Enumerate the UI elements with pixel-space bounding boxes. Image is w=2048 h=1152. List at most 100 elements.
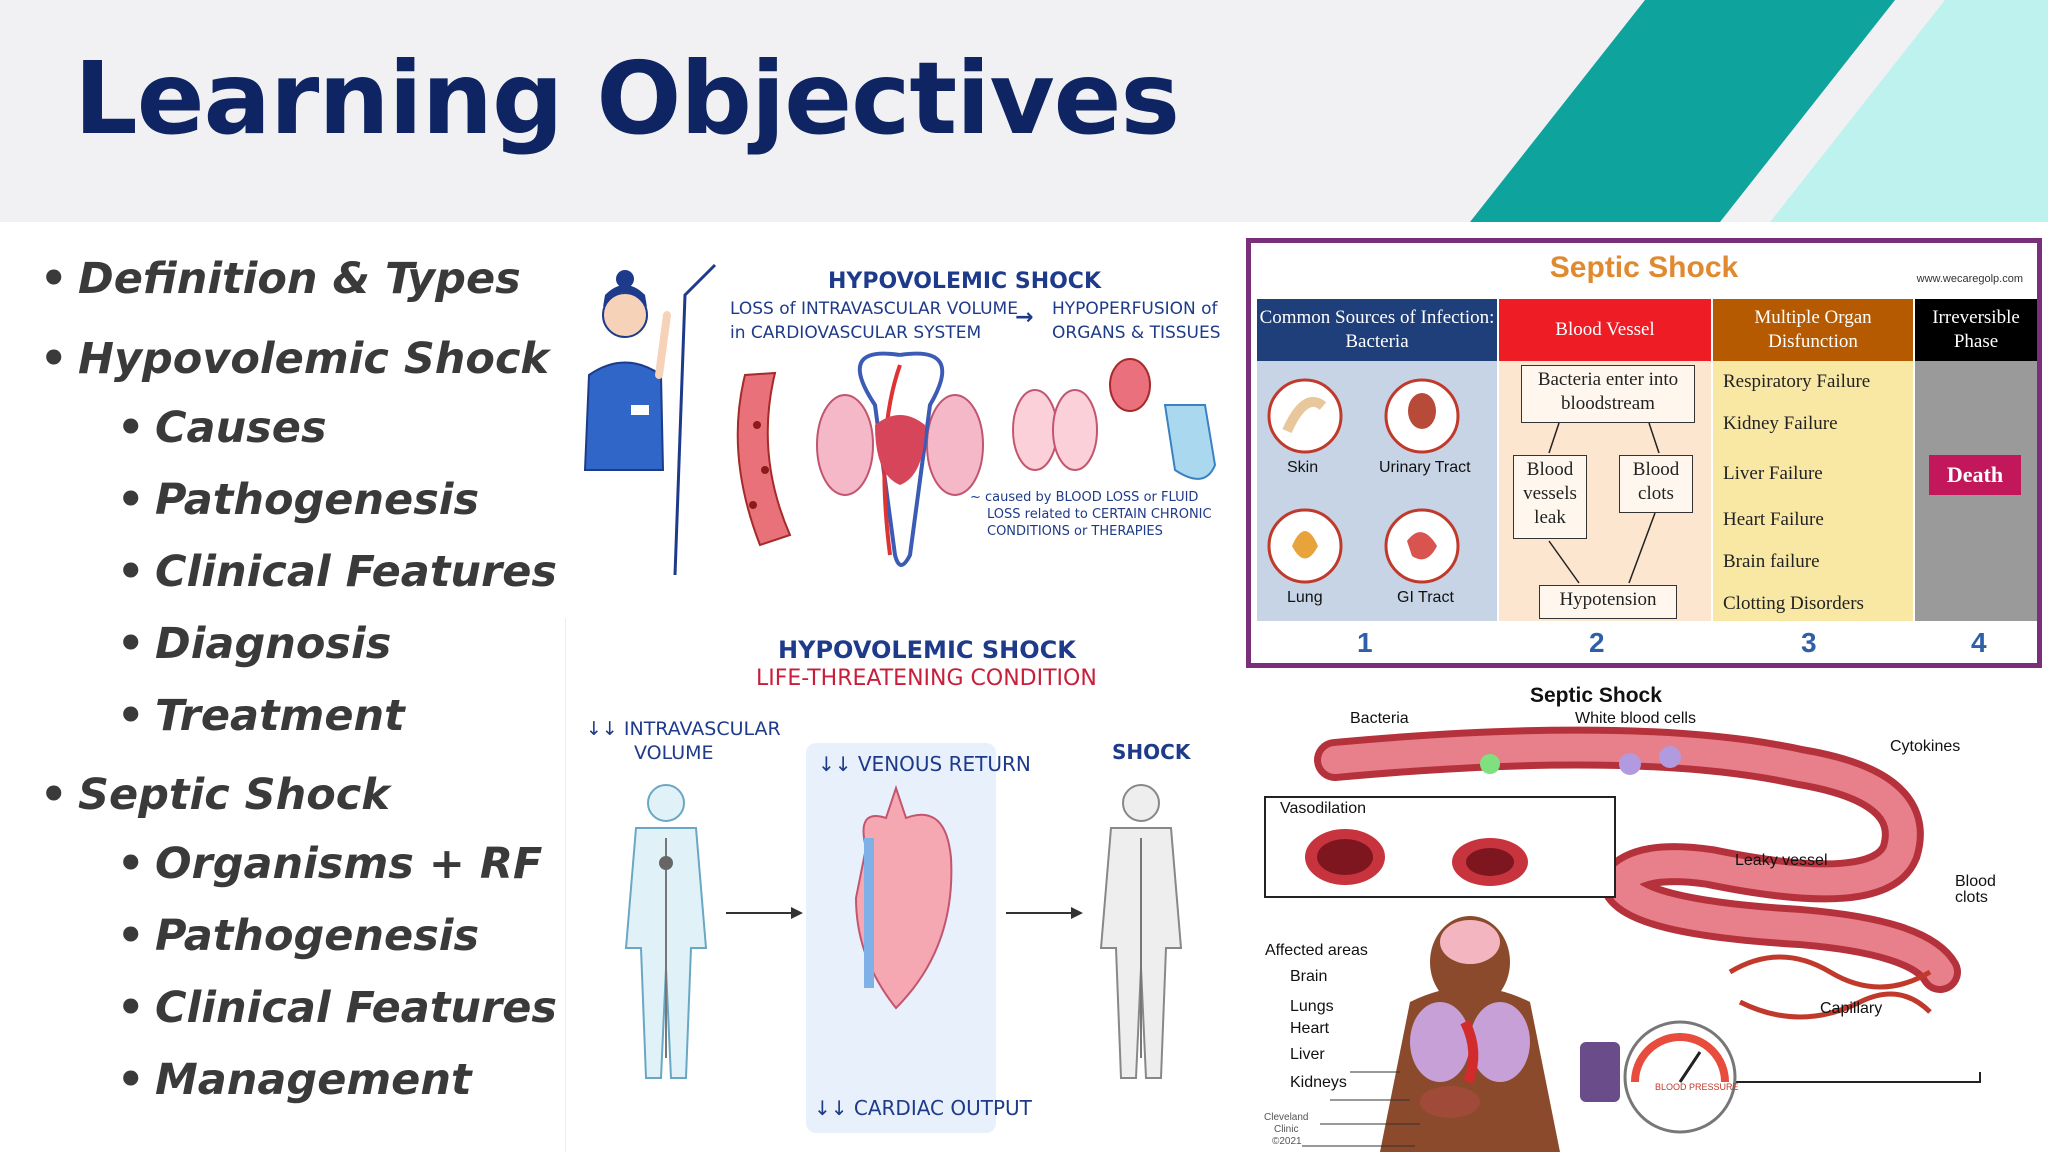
label-lungs: Lungs: [1290, 998, 1334, 1015]
hypo2-mid-bottom: ↓↓ CARDIAC OUTPUT: [814, 1096, 1032, 1120]
hypo2-mid-top: ↓↓ VENOUS RETURN: [818, 752, 1031, 776]
label-leaky-vessel: Leaky vessel: [1735, 852, 1828, 869]
skin-icon: [1267, 378, 1343, 454]
header-band: Learning Objectives: [0, 0, 2048, 222]
label-skin: Skin: [1287, 459, 1319, 476]
hypo1-title: HYPOVOLEMIC SHOCK: [828, 269, 1102, 294]
item-respiratory-failure: Respiratory Failure: [1723, 371, 1871, 392]
hypo1-note3: CONDITIONS or THERAPIES: [987, 524, 1163, 539]
label-urinary-tract: Urinary Tract: [1379, 459, 1471, 476]
septic-table-title: Septic Shock: [1549, 251, 1739, 284]
hypo2-left1: ↓↓ INTRAVASCULAR: [586, 718, 781, 740]
hypovolemic-drawing: [583, 263, 1217, 576]
sub-bullet-causes: Causes: [40, 392, 580, 464]
hypo2-subtitle: LIFE-THREATENING CONDITION: [756, 666, 1097, 691]
septic-shock-diagram: Septic Shock Bacteria White blood cells …: [1240, 672, 2048, 1152]
gauge-label: BLOOD PRESSURE: [1655, 1082, 1739, 1092]
hypovolemic-illustration-1: HYPOVOLEMIC SHOCK LOSS of INTRAVASCULAR …: [575, 255, 1225, 580]
logo-clinic: Clinic: [1274, 1124, 1299, 1135]
label-affected-areas: Affected areas: [1265, 942, 1368, 959]
item-liver-failure: Liver Failure: [1723, 463, 1823, 484]
hypovolemic-flow-drawing: [624, 743, 1183, 1133]
hypo1-arrow: →: [1015, 305, 1034, 330]
light-teal-stripe: [1770, 0, 2048, 222]
label-cytokines: Cytokines: [1890, 738, 1961, 755]
label-blood-clots: Blood clots: [1955, 873, 1996, 906]
step-1: 1: [1357, 627, 1373, 658]
slide-title: Learning Objectives: [74, 40, 1180, 157]
body-outline-right-icon: [1099, 784, 1183, 1079]
sub-bullet-clinical-features-2: Clinical Features: [40, 972, 580, 1044]
hypo1-line2: in CARDIOVASCULAR SYSTEM: [730, 323, 982, 343]
infection-icons: [1267, 378, 1460, 584]
sub-bullet-organisms-rf: Organisms + RF: [40, 828, 580, 900]
bullet-definition-types: Definition & Types: [40, 246, 580, 312]
bullet-septic-shock: Septic Shock: [40, 762, 580, 828]
col2-header: Blood Vessel: [1499, 299, 1711, 361]
organs-icon: [1012, 358, 1217, 480]
sub-bullet-diagnosis: Diagnosis: [40, 608, 580, 680]
sub-bullet-treatment: Treatment: [40, 680, 580, 752]
teal-stripe: [1470, 0, 1895, 222]
blood-vessel-icon: [736, 371, 792, 547]
item-kidney-failure: Kidney Failure: [1723, 413, 1838, 434]
item-heart-failure: Heart Failure: [1723, 509, 1824, 530]
label-kidneys: Kidneys: [1290, 1074, 1347, 1091]
box-hypotension: Hypotension: [1539, 585, 1677, 619]
hypo2-right: SHOCK: [1112, 740, 1191, 764]
hypovolemic-illustration-2: HYPOVOLEMIC SHOCK LIFE-THREATENING CONDI…: [565, 618, 1236, 1152]
nurse-icon: [583, 270, 671, 471]
objectives-list: Definition & Types Hypovolemic Shock Cau…: [40, 246, 580, 1116]
capillary-network: [1728, 954, 1932, 1020]
bacteria-icon: [1480, 754, 1500, 774]
col-blood-vessel: Blood Vessel Bacteria enter into bloodst…: [1499, 299, 1711, 621]
sub-bullet-clinical-features: Clinical Features: [40, 536, 580, 608]
logo-year: ©2021: [1272, 1136, 1302, 1147]
body-outline-left-icon: [624, 784, 708, 1079]
septic-shock-table: Septic Shock www.wecaregolp.com Common S…: [1246, 238, 2042, 668]
label-vasodilation: Vasodilation: [1280, 800, 1366, 817]
hypo1-note1: ~ caused by BLOOD LOSS or FLUID: [970, 490, 1199, 505]
wbc-icon: [1619, 753, 1641, 775]
body-silhouette: [1380, 916, 1560, 1152]
accent-stripes: [1470, 0, 2048, 222]
box-bacteria-enter: Bacteria enter into bloodstream: [1521, 365, 1695, 423]
sub-bullet-management: Management: [40, 1044, 580, 1116]
step-4: 4: [1971, 627, 1987, 658]
step-2: 2: [1589, 627, 1605, 658]
col3-header: Multiple Organ Disfunction: [1713, 299, 1913, 361]
label-heart: Heart: [1290, 1020, 1330, 1037]
col-irreversible: Irreversible Phase Death: [1915, 299, 2037, 621]
item-clotting-disorders: Clotting Disorders: [1723, 593, 1864, 614]
label-liver: Liver: [1290, 1046, 1325, 1063]
flow-arrows: [1548, 422, 1660, 584]
col1-header: Common Sources of Infection: Bacteria: [1257, 299, 1497, 361]
septic-diagram-title: Septic Shock: [1530, 684, 1662, 707]
col4-header: Irreversible Phase: [1915, 299, 2037, 361]
col-infection-sources: Common Sources of Infection: Bacteria Sk…: [1257, 299, 1497, 621]
sub-bullet-pathogenesis: Pathogenesis: [40, 464, 580, 536]
hypo1-right2: ORGANS & TISSUES: [1052, 323, 1221, 343]
box-vessels-leak: Blood vessels leak: [1513, 455, 1587, 539]
label-brain: Brain: [1290, 968, 1328, 985]
label-white-blood-cells: White blood cells: [1575, 710, 1696, 727]
heart-icon: [854, 784, 953, 1010]
sub-bullet-pathogenesis-2: Pathogenesis: [40, 900, 580, 972]
hypo1-line1: LOSS of INTRAVASCULAR VOLUME: [730, 299, 1018, 319]
septic-diagram-drawing: [1264, 726, 1981, 1152]
label-bacteria: Bacteria: [1350, 710, 1409, 727]
hypo1-note2: LOSS related to CERTAIN CHRONIC: [987, 507, 1212, 522]
septic-table-source: www.wecaregolp.com: [1916, 273, 2023, 285]
bullet-hypovolemic-shock: Hypovolemic Shock: [40, 326, 580, 392]
item-brain-failure: Brain failure: [1723, 551, 1820, 572]
label-capillary: Capillary: [1820, 1000, 1883, 1017]
step-3: 3: [1801, 627, 1817, 658]
logo-cleveland: Cleveland: [1264, 1112, 1309, 1123]
blood-pressure-gauge-icon: [1580, 1020, 1737, 1134]
label-gi-tract: GI Tract: [1397, 589, 1454, 606]
hypo2-title: HYPOVOLEMIC SHOCK: [778, 636, 1076, 664]
col-organ-dysfunction: Multiple Organ Disfunction Respiratory F…: [1713, 299, 1913, 621]
label-lung: Lung: [1287, 589, 1323, 606]
hypo1-right1: HYPOPERFUSION of: [1052, 299, 1218, 319]
death-box: Death: [1929, 455, 2021, 495]
